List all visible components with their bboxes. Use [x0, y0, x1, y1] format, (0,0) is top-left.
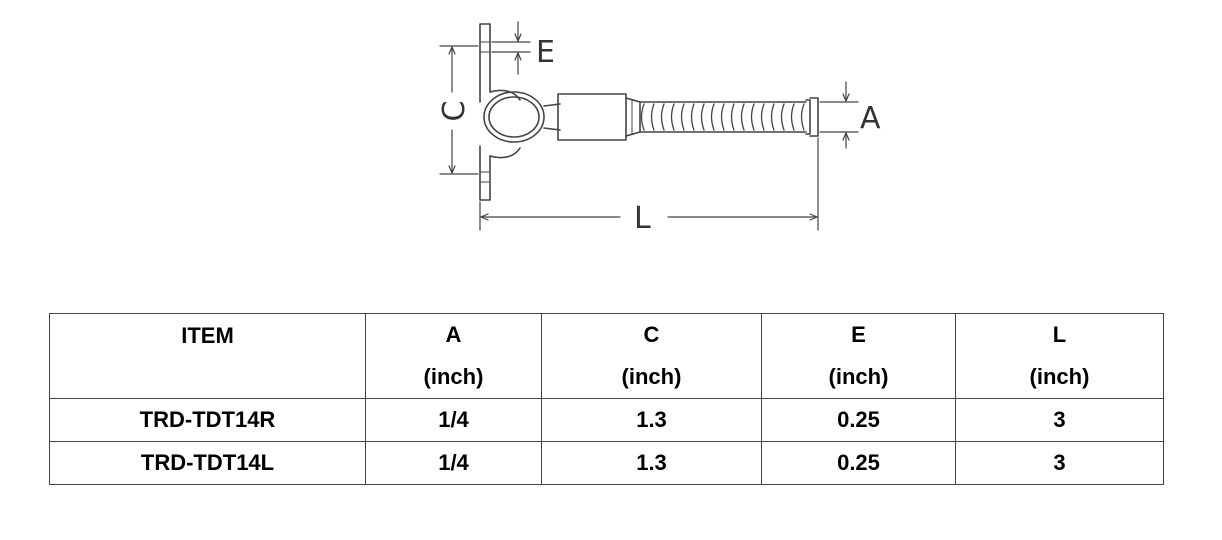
header-c: C [541, 313, 762, 356]
header-l: L [955, 313, 1164, 356]
cell-l: 3 [955, 398, 1164, 442]
header-a: A [365, 313, 542, 356]
unit-row: (inch) (inch) (inch) (inch) [50, 356, 1164, 399]
cell-a: 1/4 [365, 398, 542, 442]
cell-item: TRD-TDT14L [49, 441, 366, 485]
cell-item: TRD-TDT14R [49, 398, 366, 442]
header-item: ITEM [49, 313, 366, 399]
header-e: E [761, 313, 956, 356]
spec-table: ITEM A C E L (inch) (inch) (inch) (inch)… [49, 313, 1164, 485]
cell-c: 1.3 [541, 398, 762, 442]
cell-c: 1.3 [541, 441, 762, 485]
cell-e: 0.25 [761, 441, 956, 485]
label-l: L [634, 201, 651, 236]
table-row: TRD-TDT14R 1/4 1.3 0.25 3 [49, 398, 1164, 442]
unit-c: (inch) [541, 356, 762, 399]
dimension-e [491, 21, 531, 75]
cell-a: 1/4 [365, 441, 542, 485]
table-row: TRD-TDT14L 1/4 1.3 0.25 3 [49, 441, 1164, 485]
unit-e: (inch) [761, 356, 956, 399]
sleeve [557, 93, 641, 141]
flange-plate [479, 23, 491, 201]
unit-l: (inch) [955, 356, 1164, 399]
unit-a: (inch) [365, 356, 542, 399]
header-row: ITEM A C E L [49, 313, 1164, 399]
cell-l: 3 [955, 441, 1164, 485]
threaded-shank [639, 97, 819, 137]
label-a: A [860, 101, 881, 136]
dimension-l [479, 137, 819, 231]
label-e: E [536, 35, 555, 70]
eye-loop [483, 89, 545, 159]
dimension-a [819, 81, 859, 149]
label-c: C [437, 101, 472, 122]
cell-e: 0.25 [761, 398, 956, 442]
dimension-c [439, 45, 479, 175]
technical-drawing: E A L C [437, 21, 881, 236]
